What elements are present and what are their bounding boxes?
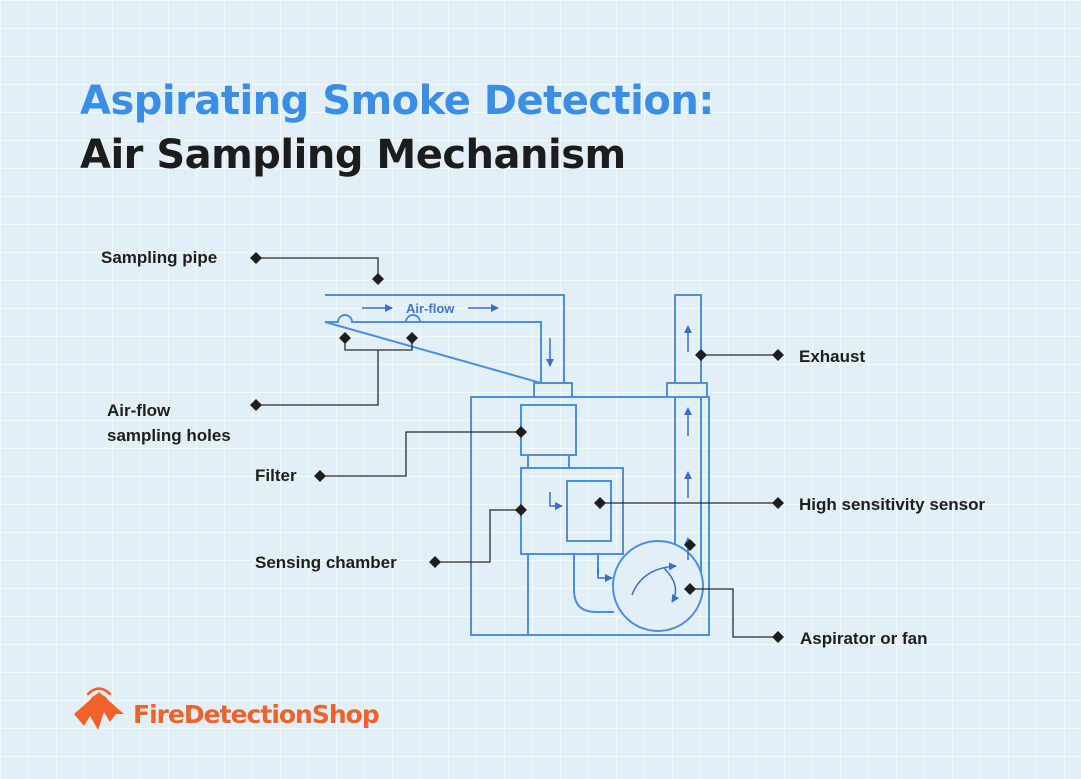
detector-housing bbox=[470, 396, 710, 636]
aspirator-fan bbox=[612, 540, 704, 632]
label-sampling-pipe: Sampling pipe bbox=[101, 248, 217, 267]
callout-markers bbox=[250, 252, 784, 643]
flame-logo-icon bbox=[74, 687, 124, 730]
marker-sensor-label bbox=[772, 497, 784, 509]
brand-name: FireDetectionShop bbox=[133, 700, 380, 729]
marker-fan bbox=[684, 583, 696, 595]
exhaust-connector bbox=[666, 382, 708, 398]
label-filter: Filter bbox=[255, 466, 297, 485]
marker-hole-left bbox=[339, 332, 351, 344]
label-exhaust: Exhaust bbox=[799, 347, 865, 366]
marker-exhaust bbox=[695, 349, 707, 361]
sampling-pipe bbox=[324, 294, 565, 385]
internal-duct bbox=[527, 554, 614, 635]
marker-holes-label bbox=[250, 399, 262, 411]
callout-lines bbox=[256, 257, 778, 638]
label-high-sensitivity-sensor: High sensitivity sensor bbox=[799, 495, 985, 514]
marker-sampling-pipe-label bbox=[250, 252, 262, 264]
marker-exhaust-label bbox=[772, 349, 784, 361]
marker-chamber-label bbox=[429, 556, 441, 568]
filter bbox=[520, 404, 577, 468]
label-sampling-holes-line-1: Air-flow bbox=[107, 401, 171, 420]
title-line-1: Aspirating Smoke Detection: bbox=[80, 78, 714, 124]
page-title: Aspirating Smoke Detection: Air Sampling… bbox=[80, 74, 714, 182]
marker-fan-top bbox=[684, 539, 696, 551]
marker-fan-label bbox=[772, 631, 784, 643]
high-sensitivity-sensor bbox=[566, 480, 612, 542]
airflow-arrows bbox=[362, 304, 692, 582]
marker-sensor bbox=[594, 497, 606, 509]
label-sensing-chamber: Sensing chamber bbox=[255, 553, 397, 572]
inlet-connector bbox=[533, 382, 573, 398]
exhaust-duct bbox=[674, 397, 702, 578]
airflow-label: Air-flow bbox=[406, 301, 455, 316]
title-line-2: Air Sampling Mechanism bbox=[80, 132, 626, 178]
marker-filter-label bbox=[314, 470, 326, 482]
marker-chamber bbox=[515, 504, 527, 516]
label-sampling-holes-line-2: sampling holes bbox=[107, 426, 231, 445]
marker-sampling-pipe bbox=[372, 273, 384, 285]
marker-hole-right bbox=[406, 332, 418, 344]
marker-filter bbox=[515, 426, 527, 438]
label-aspirator-fan: Aspirator or fan bbox=[800, 629, 928, 648]
exhaust-pipe bbox=[674, 294, 702, 383]
